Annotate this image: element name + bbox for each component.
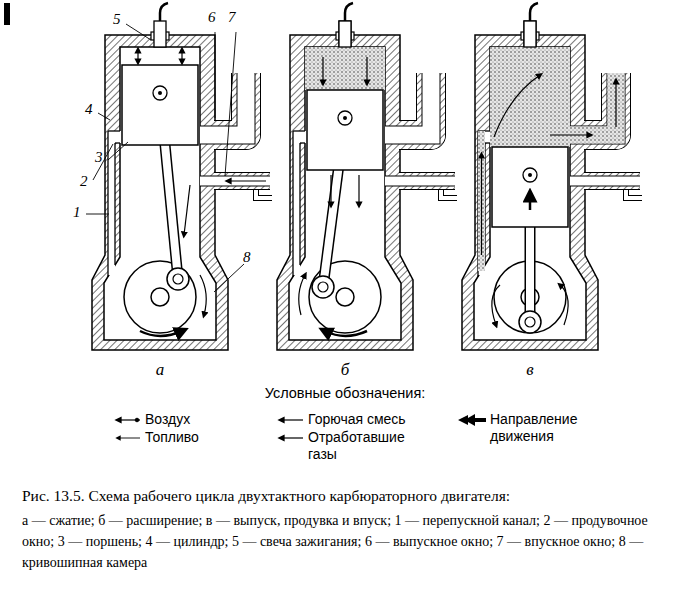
engine-expansion (330, 175, 331, 205)
engine-expansion (322, 57, 323, 83)
engine-expansion (277, 3, 457, 350)
engine-exhaust-scavenge (570, 73, 616, 135)
engine-compression (140, 331, 182, 336)
scan-mark (4, 3, 10, 25)
engine-exhaust-scavenge (481, 155, 482, 255)
engine-compression (228, 180, 266, 181)
engine-expansion (305, 47, 385, 90)
engine-compression (122, 65, 198, 145)
panel-letter: а (156, 360, 165, 380)
engine-compression (181, 50, 182, 62)
legend-entry: Воздух (145, 411, 190, 428)
engine-exhaust-scavenge (528, 173, 532, 177)
engine-exhaust-scavenge (492, 147, 568, 227)
callout-number: 2 (80, 172, 88, 190)
leader-lines (108, 142, 128, 160)
engine-expansion (318, 282, 328, 292)
engine-compression (92, 3, 272, 350)
leader-lines (225, 32, 236, 176)
leader-lines (93, 144, 113, 180)
engine-expansion (358, 175, 359, 205)
leader-lines (86, 24, 244, 292)
engine-compression (92, 3, 272, 350)
engine-exhaust-scavenge (550, 134, 590, 135)
legend-samples (458, 414, 486, 426)
engine-exhaust-scavenge (529, 195, 532, 210)
engine-expansion (325, 331, 367, 336)
callout-number: 6 (208, 8, 216, 26)
legend-entry: Отработавшие газы (308, 429, 420, 463)
legend-samples (118, 438, 140, 439)
legend-entry: Топливо (145, 429, 199, 446)
engine-exhaust-scavenge (615, 81, 616, 127)
engine-expansion (343, 116, 347, 120)
engine-compression (153, 86, 167, 100)
panel-letter: в (526, 360, 533, 380)
leader-lines (126, 24, 151, 40)
legend-samples (281, 419, 303, 420)
engine-expansion (312, 276, 334, 298)
legend-samples (135, 418, 139, 422)
legend-samples (281, 437, 303, 438)
callout-number: 7 (228, 8, 236, 26)
engine-compression (184, 185, 190, 235)
caption-key: а — сжатие; б — расширение; в — выпуск, … (22, 510, 674, 573)
engine-compression (167, 268, 189, 290)
engine-compression (158, 91, 162, 95)
legend-entry: Горючая смесь (308, 411, 406, 428)
engine-exhaust-scavenge (490, 47, 570, 147)
figure-caption: Рис. 13.5. Схема рабочего цикла двухтакт… (22, 486, 510, 506)
engine-compression (200, 275, 206, 315)
legend-entry: Направление движения (490, 411, 590, 445)
callout-number: 3 (95, 148, 103, 166)
leader-lines (86, 214, 109, 215)
callout-number: 5 (113, 10, 121, 28)
engine-exhaust-scavenge (519, 311, 541, 333)
engine-expansion (366, 57, 367, 83)
engine-compression (173, 274, 183, 284)
callout-number: 1 (73, 203, 81, 221)
legend-heading: Условные обозначения: (265, 384, 426, 402)
engine-expansion (307, 90, 383, 170)
engine-exhaust-scavenge (524, 21, 536, 47)
engine-exhaust-scavenge (525, 317, 535, 327)
engine-exhaust-scavenge (494, 75, 540, 137)
callout-number: 4 (85, 100, 93, 118)
engine-exhaust-scavenge (523, 168, 537, 182)
engine-expansion (339, 21, 351, 47)
engine-expansion (338, 111, 352, 125)
engine-exhaust-scavenge (560, 285, 568, 325)
engine-exhaust-scavenge (462, 3, 642, 350)
engine-compression (137, 50, 138, 62)
engine-expansion (277, 3, 457, 350)
leader-lines (215, 32, 216, 118)
engine-exhaust-scavenge (462, 3, 642, 350)
leader-lines (98, 113, 110, 120)
callout-number: 8 (243, 248, 251, 266)
engine-exhaust-scavenge (478, 131, 485, 271)
engine-expansion (299, 275, 305, 315)
leader-lines (214, 264, 244, 292)
engine-exhaust-scavenge (492, 285, 500, 325)
panel-letter: б (341, 360, 350, 380)
